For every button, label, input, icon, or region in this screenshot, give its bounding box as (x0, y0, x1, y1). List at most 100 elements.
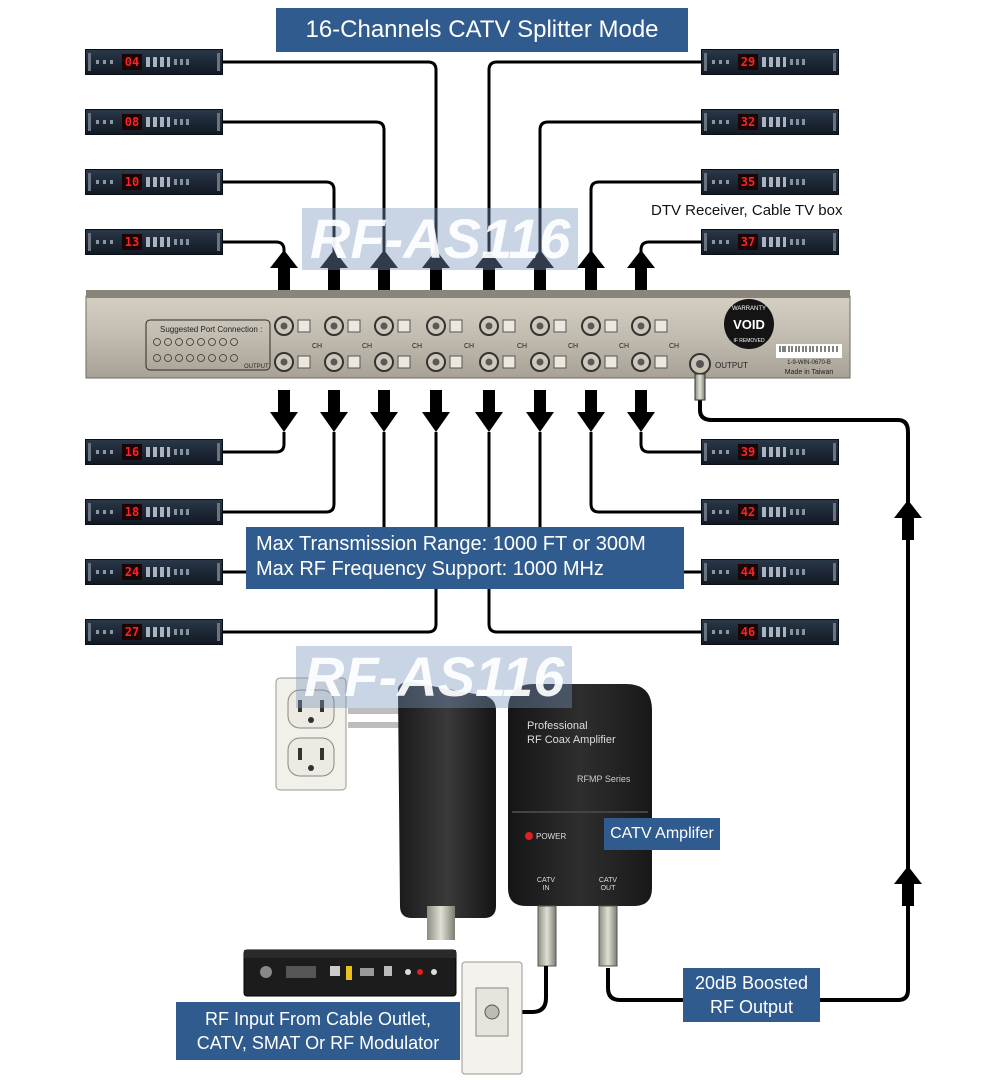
rack-ear (88, 503, 91, 521)
indicator-dots (96, 120, 116, 124)
port-label-box (397, 355, 411, 369)
receiver-right-bottom-0: 39 (701, 439, 839, 465)
front-buttons (762, 627, 786, 637)
front-buttons-secondary (174, 59, 192, 65)
channel-display: 04 (122, 54, 142, 70)
front-buttons-secondary (174, 119, 192, 125)
f-port-pin (587, 358, 595, 366)
indicator-dots (712, 60, 732, 64)
indicator-dots (712, 510, 732, 514)
front-buttons-secondary (790, 509, 808, 515)
ch-label: CH (412, 343, 422, 350)
rack-ear (833, 623, 836, 641)
port-label-box (553, 319, 567, 333)
rack-ear (217, 623, 220, 641)
rack-ear (833, 233, 836, 251)
receiver-left-bottom-1: 18 (85, 499, 223, 525)
front-buttons-secondary (174, 179, 192, 185)
indicator-dots (96, 450, 116, 454)
indicator-dots (96, 180, 116, 184)
watermark-bottom: RF-AS116 (296, 646, 573, 708)
front-buttons (762, 237, 786, 247)
rack-ear (833, 113, 836, 131)
front-buttons (762, 507, 786, 517)
input-callout: RF Input From Cable Outlet, CATV, SMAT O… (176, 1002, 460, 1060)
rack-ear (217, 563, 220, 581)
f-port-pin (380, 322, 388, 330)
port-label-box (397, 319, 411, 333)
front-buttons (146, 237, 170, 247)
front-buttons-secondary (790, 449, 808, 455)
port-label-box (502, 355, 516, 369)
front-buttons (146, 567, 170, 577)
f-port-pin (280, 358, 288, 366)
port-label-box (654, 355, 668, 369)
warranty-top: WARRANTY (732, 306, 766, 312)
input-line-1: RF Input From Cable Outlet, (204, 1009, 432, 1029)
f-port-pin (432, 358, 440, 366)
rack-ear (88, 563, 91, 581)
front-buttons-secondary (790, 119, 808, 125)
channel-display: 42 (738, 504, 758, 520)
front-buttons-secondary (174, 449, 192, 455)
rack-ear (833, 443, 836, 461)
f-port-pin (330, 322, 338, 330)
receiver-left-bottom-3: 27 (85, 619, 223, 645)
receiver-right-top-2: 35 (701, 169, 839, 195)
port-label-box (297, 355, 311, 369)
ch-label: CH (619, 343, 629, 350)
indicator-dots (96, 60, 116, 64)
front-buttons (762, 447, 786, 457)
port-label-box (553, 355, 567, 369)
rack-ear (833, 173, 836, 191)
f-port-pin (637, 322, 645, 330)
rack-ear (217, 113, 220, 131)
front-buttons (146, 117, 170, 127)
rack-ear (704, 173, 707, 191)
boost-callout: 20dB Boosted RF Output (683, 968, 820, 1022)
wall-plate (461, 961, 523, 1075)
front-buttons-secondary (790, 59, 808, 65)
channel-display: 13 (122, 234, 142, 250)
amp-series: RFMP Series (577, 774, 631, 784)
boost-line-1: 20dB Boosted (694, 973, 809, 993)
amp-line1: Professional (527, 720, 588, 732)
range-callout: Max Transmission Range: 1000 FT or 300M … (246, 527, 684, 589)
rack-ear (88, 113, 91, 131)
ch-label: CH (464, 343, 474, 350)
f-port-pin (536, 358, 544, 366)
channel-display: 44 (738, 564, 758, 580)
rack-ear (704, 503, 707, 521)
rack-ear (833, 503, 836, 521)
f-port-pin (280, 322, 288, 330)
port-label-box (297, 319, 311, 333)
channel-display: 18 (122, 504, 142, 520)
boost-cable (606, 376, 910, 1002)
amp-line2: RF Coax Amplifier (527, 734, 616, 746)
indicator-dots (96, 240, 116, 244)
front-buttons (146, 507, 170, 517)
receiver-left-top-3: 13 (85, 229, 223, 255)
diagram-title: 16-Channels CATV Splitter Mode (276, 8, 688, 52)
front-buttons-secondary (174, 629, 192, 635)
port-label-box (449, 355, 463, 369)
front-buttons-secondary (174, 569, 192, 575)
made-in: Made in Taiwan (785, 369, 834, 376)
port-map-dots (153, 338, 238, 362)
port-label-box (604, 355, 618, 369)
cable-modem (243, 949, 457, 997)
receiver-right-top-0: 29 (701, 49, 839, 75)
rack-ear (833, 563, 836, 581)
f-port-pin (637, 358, 645, 366)
output-label: OUTPUT (715, 361, 748, 370)
front-buttons-secondary (790, 239, 808, 245)
f-port-pin (432, 322, 440, 330)
catv-out-connector (598, 905, 618, 967)
rack-ear (88, 623, 91, 641)
warranty-seal (724, 299, 774, 349)
rack-ear (88, 53, 91, 71)
channel-display: 37 (738, 234, 758, 250)
